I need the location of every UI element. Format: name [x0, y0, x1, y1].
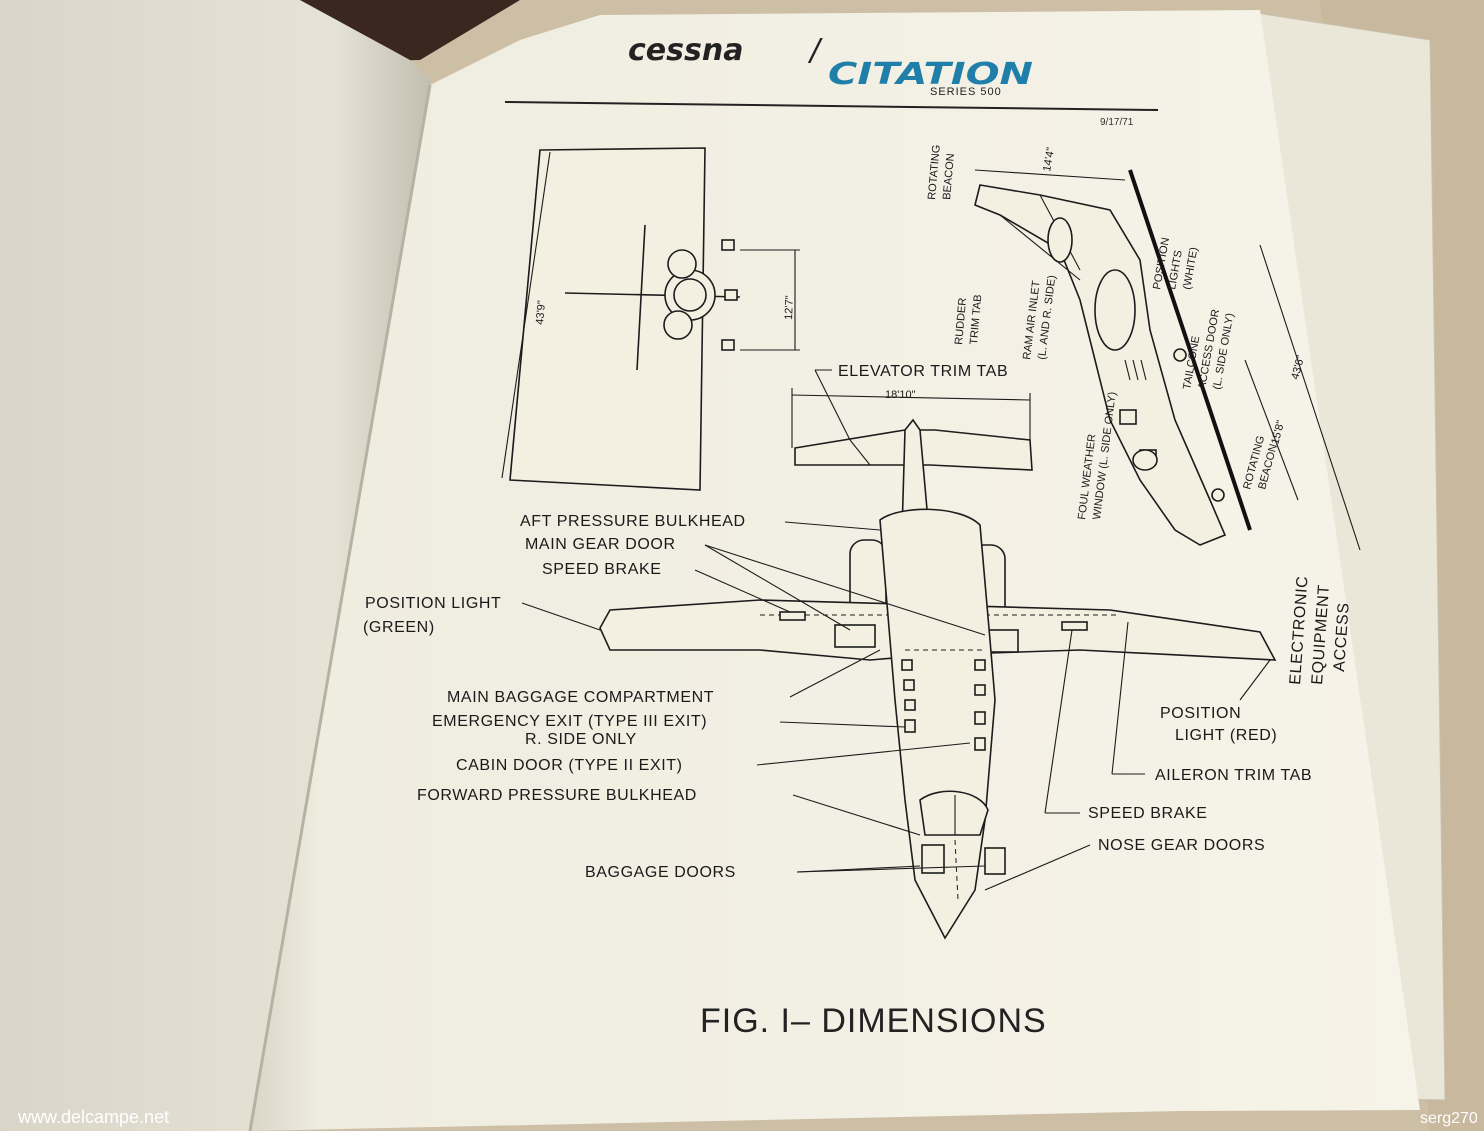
label-emergency-exit-1: EMERGENCY EXIT (TYPE III EXIT): [432, 713, 707, 730]
dim-front-span: 43'9": [534, 300, 548, 325]
label-speed-brake-lower: SPEED BRAKE: [1088, 805, 1208, 822]
svg-text:/: /: [807, 33, 823, 68]
series-label: SERIES 500: [930, 86, 1002, 98]
label-rudder-1: RUDDER: [953, 297, 969, 345]
label-position-red-1: POSITION: [1160, 705, 1241, 722]
cessna-citation-logo: cessna / CITATION SERIES 500: [628, 33, 1033, 98]
figure-title: FIG. I– DIMENSIONS: [700, 1002, 1047, 1040]
watermark-user: serg270: [1420, 1110, 1478, 1127]
label-aft-pressure-bulkhead: AFT PRESSURE BULKHEAD: [520, 513, 746, 530]
label-forward-bulkhead: FORWARD PRESSURE BULKHEAD: [417, 787, 697, 804]
label-rotating-beacon-top-1: ROTATING: [926, 144, 943, 200]
brand-citation: CITATION: [828, 57, 1033, 92]
label-emergency-exit-2: R. SIDE ONLY: [525, 731, 637, 748]
watermark-site: www.delcampe.net: [17, 1107, 169, 1127]
brand-cessna: cessna: [628, 33, 743, 68]
top-view-labels: ELEVATOR TRIM TAB AFT PRESSURE BULKHEAD …: [363, 363, 1312, 891]
label-electronic-3: ACCESS: [1331, 602, 1353, 672]
label-position-light-green-1: POSITION LIGHT: [365, 595, 501, 612]
label-main-gear-door: MAIN GEAR DOOR: [525, 536, 676, 553]
side-view-drawing: 14'4" 43'6" 15'8": [974, 146, 1361, 551]
label-main-baggage: MAIN BAGGAGE COMPARTMENT: [447, 689, 714, 706]
dim-side-top: 14'4": [1041, 146, 1057, 172]
label-position-light-green-2: (GREEN): [363, 619, 435, 636]
document-date: 9/17/71: [1100, 117, 1134, 128]
label-nose-gear-doors: NOSE GEAR DOORS: [1098, 837, 1265, 854]
label-position-red-2: LIGHT (RED): [1175, 727, 1277, 744]
label-elevator-trim-tab: ELEVATOR TRIM TAB: [838, 363, 1008, 380]
dim-front-height: 12'7": [783, 295, 796, 320]
label-rotating-beacon-top-2: BEACON: [941, 153, 957, 200]
dim-stab-span: 18'10": [885, 389, 916, 401]
label-baggage-doors: BAGGAGE DOORS: [585, 864, 736, 881]
header-rule: [504, 101, 1159, 111]
front-view-drawing: 43'9" 12'7": [501, 147, 800, 491]
left-page: [0, 0, 445, 1131]
label-speed-brake-upper: SPEED BRAKE: [542, 561, 662, 578]
top-view-drawing: 18'10": [599, 388, 1277, 940]
right-page: [250, 10, 1420, 1131]
label-cabin-door: CABIN DOOR (TYPE II EXIT): [456, 757, 683, 774]
label-electronic-2: EQUIPMENT: [1309, 584, 1333, 685]
label-aileron-trim-tab: AILERON TRIM TAB: [1155, 767, 1312, 784]
label-rudder-2: TRIM TAB: [968, 294, 984, 345]
